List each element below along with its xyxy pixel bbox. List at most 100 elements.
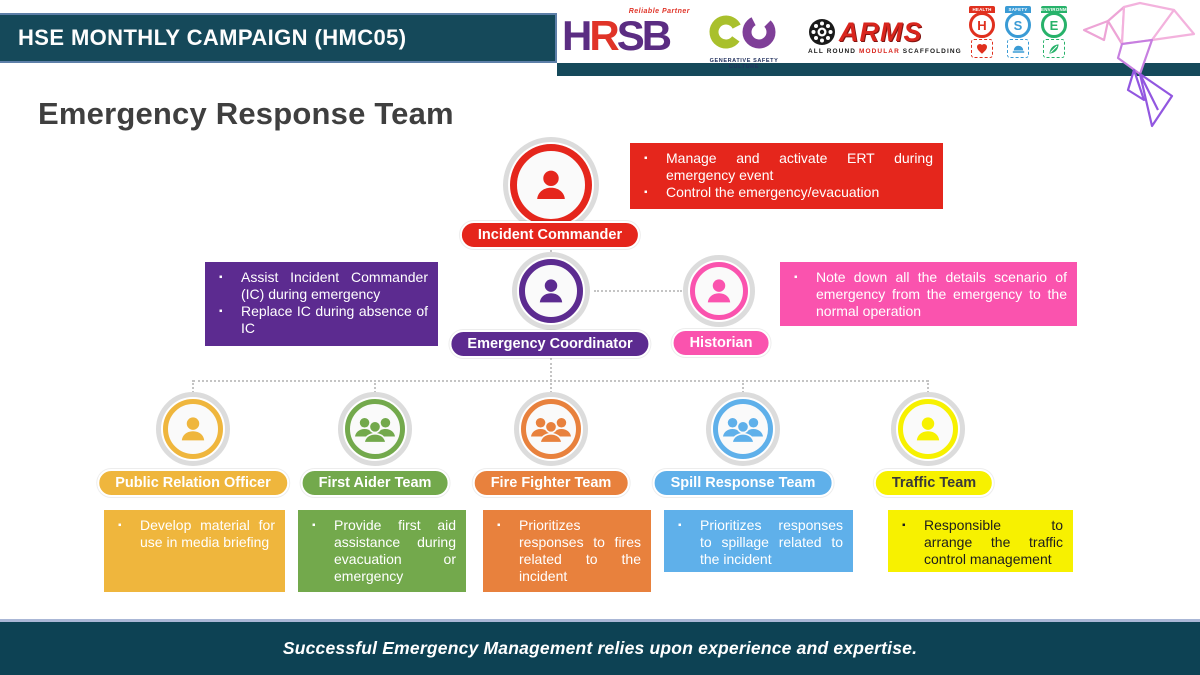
arms-caption-part: SCAFFOLDING (899, 48, 962, 55)
bullet-text: Prioritizes responses to fires related t… (519, 517, 641, 584)
callout-emergency-coordinator: ▪ Assist Incident Commander (IC) during e… (205, 262, 438, 346)
footer-bar: Successful Emergency Management relies u… (0, 619, 1200, 675)
bullet-text: Manage and activate ERT during emergency… (666, 150, 933, 183)
label-incident-commander: Incident Commander (459, 221, 641, 249)
bullet-item: ▪ Note down all the details scenario of e… (790, 269, 1067, 320)
connector-stub-pro (192, 380, 194, 393)
label-fire-fighter-team: Fire Fighter Team (472, 469, 630, 497)
person-icon (898, 399, 958, 459)
connector-stub-fire-fighter (550, 380, 552, 393)
hrsb-letter: H (562, 12, 592, 59)
node-incident-commander (503, 137, 599, 233)
bullet-icon: ▪ (219, 306, 223, 317)
page-title: Emergency Response Team (38, 96, 454, 131)
arms-gear-icon (809, 19, 835, 45)
hrsb-wordmark: HRSB (562, 12, 672, 59)
bullet-text: Replace IC during absence of IC (241, 303, 428, 336)
arms-caption-part: ALL ROUND (808, 48, 859, 55)
callout-public-relation-officer: ▪ Develop material for use in media brief… (104, 510, 285, 592)
node-spill-response-team (706, 392, 780, 466)
hrsb-letter: R (589, 12, 619, 59)
bullet-text: Assist Incident Commander (IC) during em… (241, 269, 428, 302)
person-icon (519, 259, 583, 323)
bullet-item: ▪ Assist Incident Commander (IC) during e… (215, 269, 428, 303)
bullet-icon: ▪ (497, 520, 501, 531)
heart-icon (971, 39, 993, 58)
label-public-relation-officer: Public Relation Officer (97, 469, 289, 497)
connector-stub-traffic (927, 380, 929, 393)
bullet-text: Control the emergency/evacuation (666, 184, 880, 200)
label-historian: Historian (671, 329, 771, 357)
gc-caption: GENERATIVE SAFETY CULTURE (709, 58, 779, 70)
callout-incident-commander: ▪ Manage and activate ERT during emergenc… (630, 143, 943, 209)
connector-stub-first-aider (374, 380, 376, 393)
bullet-icon: ▪ (312, 520, 316, 531)
callout-first-aider-team: ▪ Provide first aid assistance during eva… (298, 510, 466, 592)
group-icon (345, 399, 405, 459)
node-fire-fighter-team (514, 392, 588, 466)
gc-infinity-icon (709, 15, 776, 49)
helmet-icon (1007, 39, 1029, 58)
person-icon (510, 144, 592, 226)
footer-tagline: Successful Emergency Management relies u… (282, 638, 918, 658)
node-historian (683, 255, 755, 327)
leaf-icon (1043, 39, 1065, 58)
hrsb-letter: S (616, 12, 645, 59)
badge-label: HEALTH (969, 6, 995, 13)
callout-historian: ▪ Note down all the details scenario of e… (780, 262, 1077, 326)
bullet-item: ▪ Prioritizes responses to fires related … (493, 517, 641, 585)
gc-logo: GENERATIVE SAFETY CULTURE (698, 14, 790, 70)
hse-badge-health: HEALTH H (966, 6, 998, 58)
bullet-icon: ▪ (794, 272, 798, 283)
arms-caption-part: MODULAR (858, 48, 900, 55)
badge-letter: H (969, 12, 995, 38)
header-accent-strip (557, 63, 1200, 76)
bullet-text: Provide first aid assistance during evac… (334, 517, 456, 584)
label-first-aider-team: First Aider Team (300, 469, 450, 497)
connector-ec-rail (550, 358, 552, 381)
callout-traffic-team: ▪ Responsible to arrange the traffic cont… (888, 510, 1073, 572)
hse-badges: HEALTH H SAFETY S ENVIRONMENT E (966, 6, 1077, 58)
connector-rail (193, 380, 928, 382)
connector-ic-ec (550, 247, 552, 256)
badge-label: ENVIRONMENT (1041, 6, 1077, 13)
arms-logo: ARMS ALL ROUND MODULAR SCAFFOLDING (808, 18, 964, 64)
bullet-item: ▪Prioritizes responses to spillage relat… (674, 517, 843, 568)
label-spill-response-team: Spill Response Team (652, 469, 834, 497)
bullet-item: ▪ Provide first aid assistance during eva… (308, 517, 456, 585)
bullet-icon: ▪ (902, 520, 906, 531)
bullet-item: ▪Manage and activate ERT during emergenc… (640, 150, 933, 184)
connector-ec-historian (594, 290, 682, 292)
callout-spill-response-team: ▪Prioritizes responses to spillage relat… (664, 510, 853, 572)
bullet-item: ▪ Develop material for use in media brief… (114, 517, 275, 551)
callout-fire-fighter-team: ▪ Prioritizes responses to fires related … (483, 510, 651, 592)
bullet-icon: ▪ (219, 272, 223, 283)
bullet-text: Responsible to arrange the traffic contr… (924, 517, 1063, 567)
person-icon (163, 399, 223, 459)
label-emergency-coordinator: Emergency Coordinator (449, 330, 651, 358)
connector-stub-spill-response (742, 380, 744, 393)
bullet-item: ▪ Control the emergency/evacuation (640, 184, 933, 201)
bullet-icon: ▪ (118, 520, 122, 531)
badge-letter: S (1005, 12, 1031, 38)
node-public-relation-officer (156, 392, 230, 466)
arms-wordmark: ARMS (839, 16, 923, 47)
badge-label: SAFETY (1005, 6, 1031, 13)
header-bar: HSE MONTHLY CAMPAIGN (HMC05) (0, 13, 557, 63)
campaign-title: HSE MONTHLY CAMPAIGN (HMC05) (18, 25, 407, 50)
arms-caption: ALL ROUND MODULAR SCAFFOLDING (808, 48, 964, 55)
person-icon (690, 262, 748, 320)
bullet-text: Develop material for use in media briefi… (140, 517, 275, 550)
bullet-text: Note down all the details scenario of em… (816, 269, 1067, 319)
node-emergency-coordinator (512, 252, 590, 330)
badge-letter: E (1041, 12, 1067, 38)
hrsb-tagline: Reliable Partner (628, 8, 690, 15)
bullet-icon: ▪ (678, 520, 682, 531)
group-icon (521, 399, 581, 459)
bullet-icon: ▪ (644, 187, 648, 198)
node-traffic-team (891, 392, 965, 466)
origami-bird-graphic (1082, 1, 1196, 128)
hrsb-letter: B (641, 12, 672, 59)
hrsb-logo: Reliable Partner HRSB (562, 8, 692, 64)
